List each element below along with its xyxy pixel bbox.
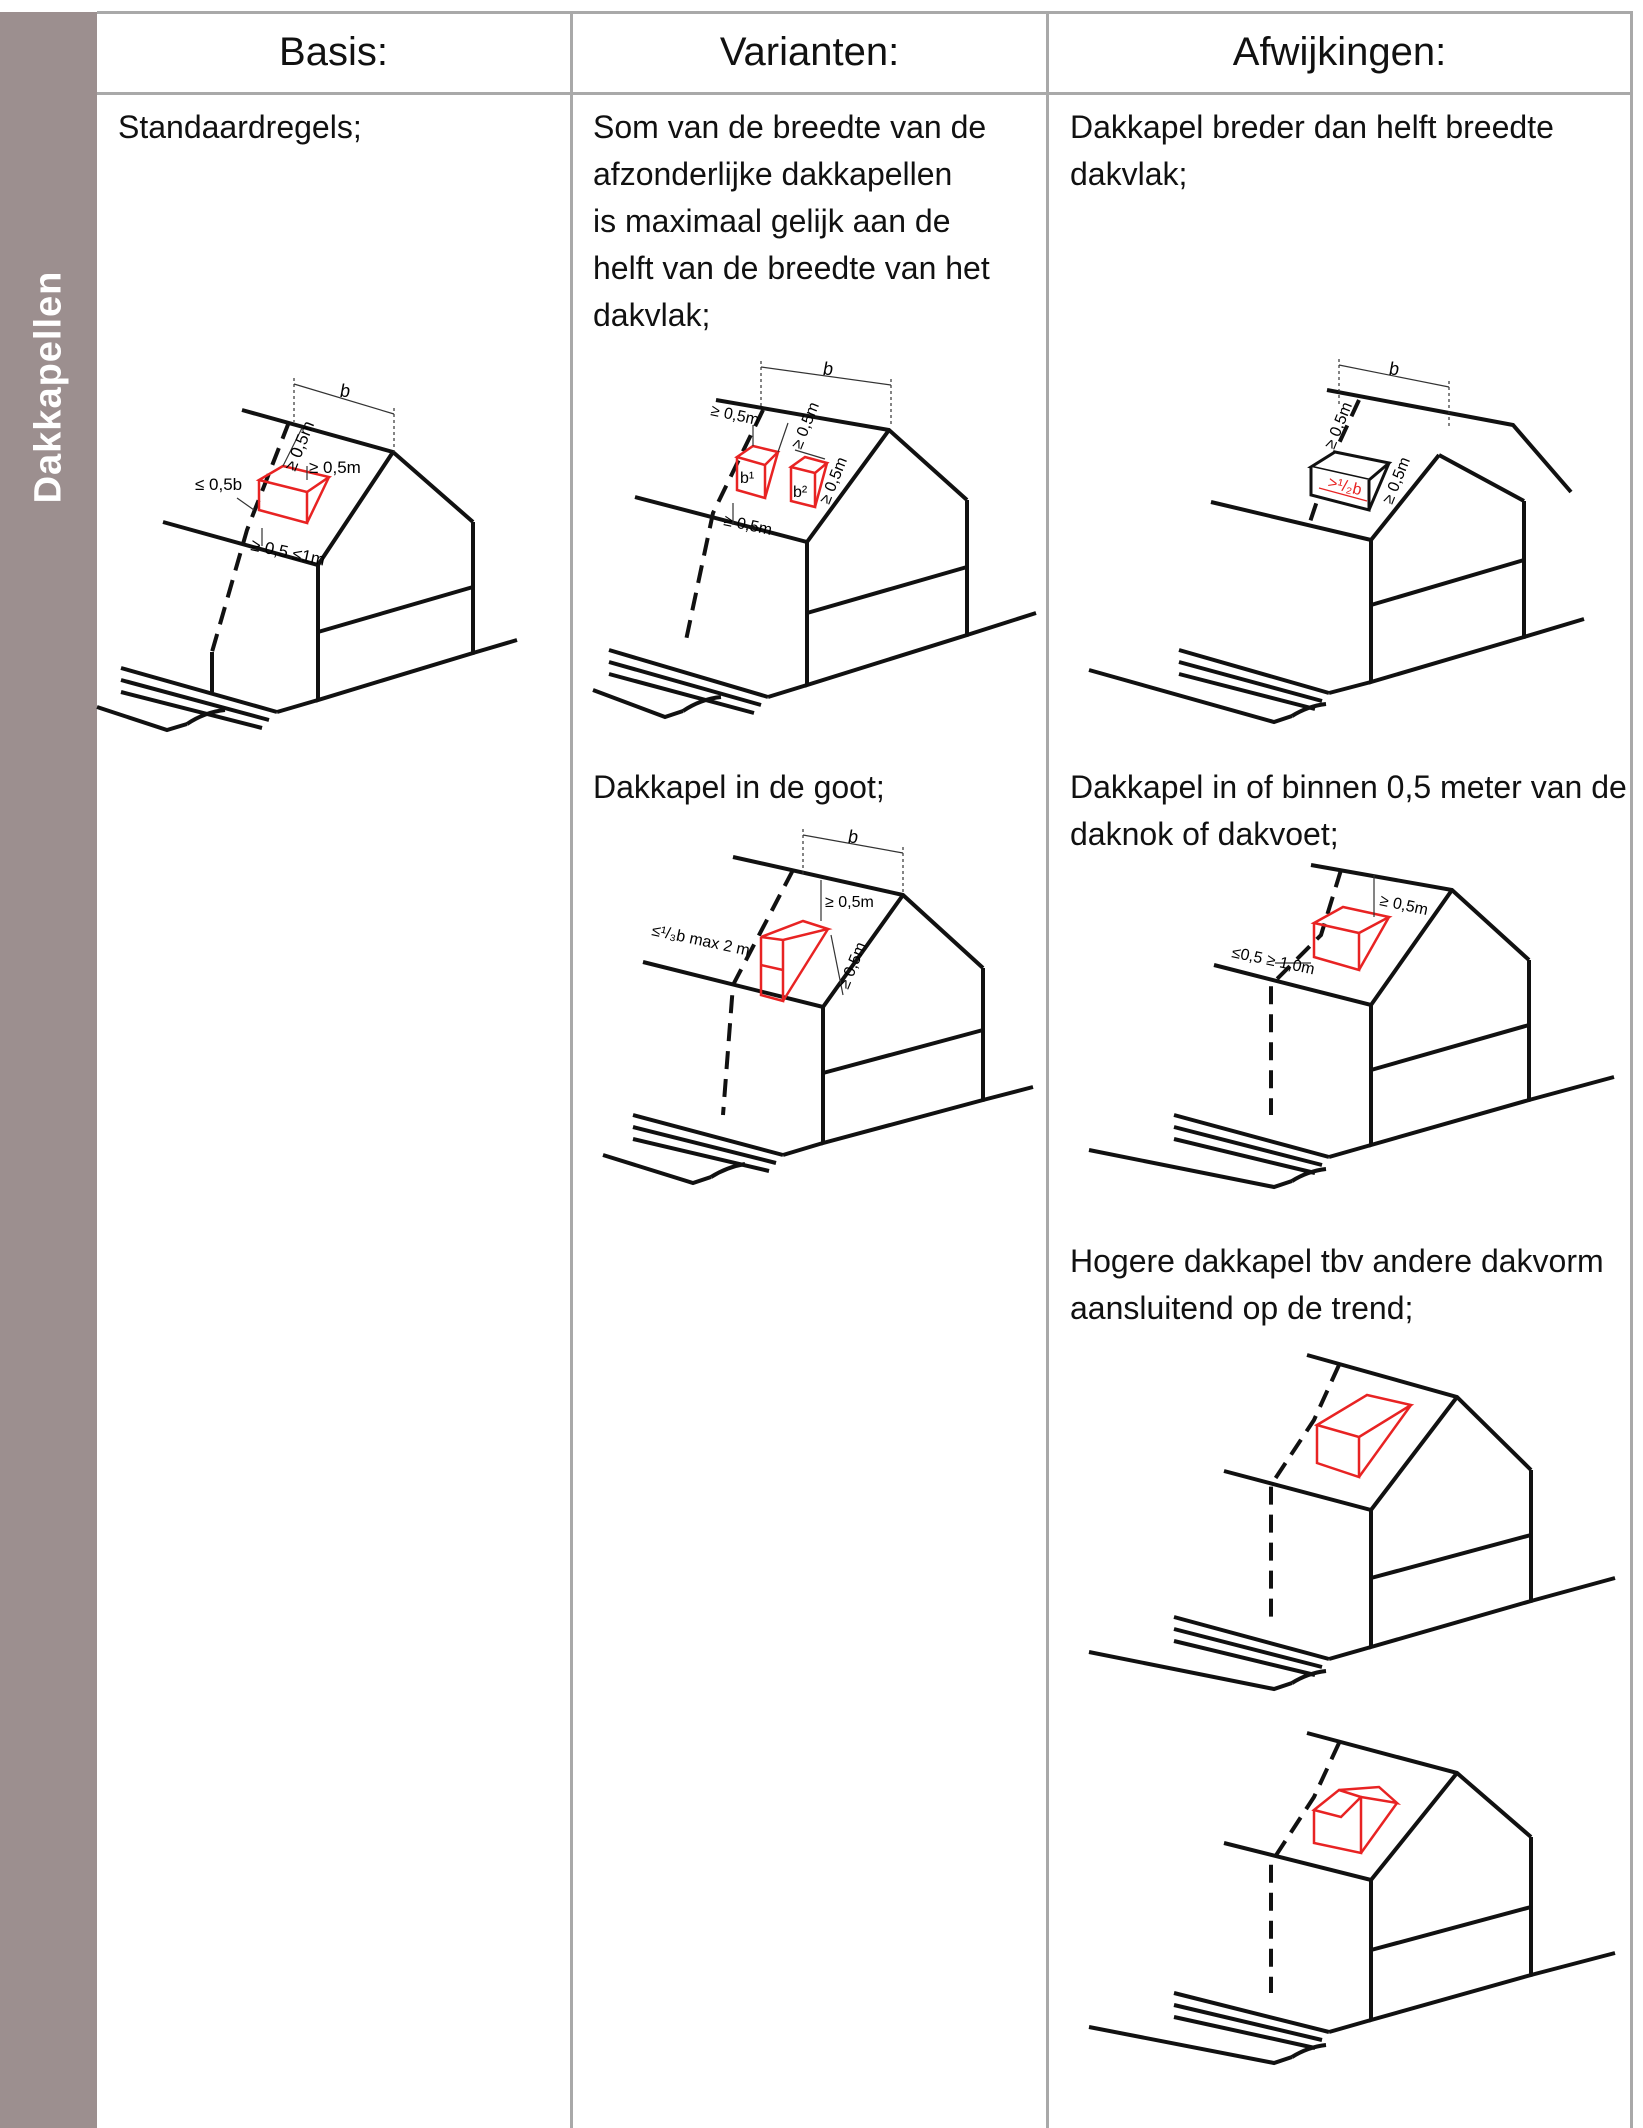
varianten-sum-text: Som van de breedte van de afzonderlijke … [593, 104, 990, 339]
label-dist-d: ≥ 0,5m [722, 512, 773, 539]
dimension-lines [1318, 359, 1450, 502]
house-drawing-afwijkingen-higher-2 [1088, 1731, 1616, 2066]
house-outline [592, 398, 1037, 720]
dormer [1311, 1785, 1402, 1855]
label-max-width: ≤ 0,5b [195, 475, 242, 494]
dashed-lines [1269, 1364, 1341, 1617]
dormer [255, 464, 333, 525]
house-outline [602, 855, 1034, 1186]
afwijkingen-higher-text: Hogere dakkapel tbv andere dakvorm aansl… [1070, 1238, 1604, 1332]
text-line: Dakkapel breder dan helft breedte [1070, 109, 1554, 145]
dimension-lines [732, 361, 892, 525]
house-drawing-varianten-sum: b ≥ 0,5m ≥ 0,5m ≥ 0,5m ≥ 0,5m b¹ b² [592, 359, 1037, 720]
label-b: b [823, 359, 833, 379]
varianten-gutter-text: Dakkapel in de goot; [593, 764, 885, 811]
house-drawing-varianten-gutter: b ≥ 0,5m ≥ 0,5m ≤¹/₃b max 2 m [602, 827, 1034, 1186]
dashed-lines [683, 409, 765, 646]
dashed-lines [1269, 869, 1343, 1115]
text-line: helft van de breedte van het [593, 250, 990, 286]
table-right-border [1630, 11, 1633, 2128]
afwijkingen-ridge-text: Dakkapel in of binnen 0,5 meter van de d… [1070, 764, 1627, 858]
dormer [1313, 1393, 1415, 1479]
house-drawing-basis: b ≥ 0,5m ≥ 0,5m ≤ 0,5b ≥ 0,5 ≤1m [96, 378, 518, 733]
dormer [1307, 450, 1393, 512]
dimension-lines [236, 378, 395, 546]
label-b: b [340, 381, 350, 401]
label-b2: b² [793, 484, 808, 501]
dashed-lines [721, 869, 795, 1116]
dormer-2 [788, 455, 830, 509]
dashed-lines [1269, 1742, 1341, 1993]
sidebar-title-text: Dakkapellen [27, 270, 69, 504]
label-dist-b: ≥ 0,5m [789, 400, 823, 452]
dimension-lines [802, 829, 904, 996]
header-bottom-border [97, 92, 1633, 95]
house-drawing-afwijkingen-higher-1 [1088, 1353, 1616, 1692]
text-line: Som van de breedte van de [593, 109, 987, 145]
house-outline [96, 408, 518, 733]
house-outline [1088, 1353, 1616, 1692]
label-b: b [848, 827, 858, 847]
text-line: daknok of dakvoet; [1070, 816, 1339, 852]
text-line: Dakkapel in de goot; [593, 769, 885, 805]
dashed-lines [210, 421, 291, 653]
dimension-lines [1275, 875, 1375, 964]
afwijkingen-wider-text: Dakkapel breder dan helft breedte dakvla… [1070, 104, 1554, 198]
house-drawing-afwijkingen-ridge: ≥ 0,5m ≤0,5 ≥ 1,0m [1088, 863, 1615, 1190]
column-divider-1 [570, 11, 573, 2128]
house-outline [1088, 1731, 1616, 2066]
text-line: aansluitend op de trend; [1070, 1290, 1414, 1326]
header-varianten: Varianten: [719, 29, 900, 74]
text-line: dakvlak; [593, 297, 711, 333]
house-outline [1088, 388, 1585, 725]
label-b: b [1389, 359, 1399, 379]
column-divider-2 [1046, 11, 1049, 2128]
header-afwijkingen: Afwijkingen: [1232, 29, 1447, 74]
label-dist-ridge: ≥ 0,5m [1322, 400, 1356, 452]
dormer [759, 919, 833, 1003]
house-outline [1088, 863, 1615, 1190]
table-top-border [97, 11, 1633, 14]
text-line: afzonderlijke dakkapellen [593, 156, 953, 192]
header-basis: Basis: [279, 29, 388, 74]
text-line: Standaardregels; [118, 109, 362, 145]
text-line: Hogere dakkapel tbv andere dakvorm [1070, 1243, 1604, 1279]
label-b1: b¹ [740, 470, 754, 487]
label-dist-top: ≥ 0,5m [309, 458, 361, 477]
house-drawing-afwijkingen-wider: b ≥ 0,5m ≥ 0,5m >¹/₂b [1088, 359, 1585, 725]
text-line: dakvlak; [1070, 156, 1188, 192]
label-dist-ridge: ≥ 0,5m [825, 894, 874, 911]
dormer [1310, 905, 1393, 972]
label-dist-gutter: ≥ 0,5 ≤1m [249, 535, 327, 569]
text-line: Dakkapel in of binnen 0,5 meter van de [1070, 769, 1627, 805]
sidebar: Dakkapellen [0, 12, 97, 2128]
sidebar-title: Dakkapellen [0, 12, 97, 532]
label-dist-gutter: ≥ 0,5m [836, 940, 870, 992]
basis-standard-text: Standaardregels; [118, 104, 362, 151]
label-width: ≤¹/₃b max 2 m [650, 922, 751, 959]
text-line: is maximaal gelijk aan de [593, 203, 951, 239]
